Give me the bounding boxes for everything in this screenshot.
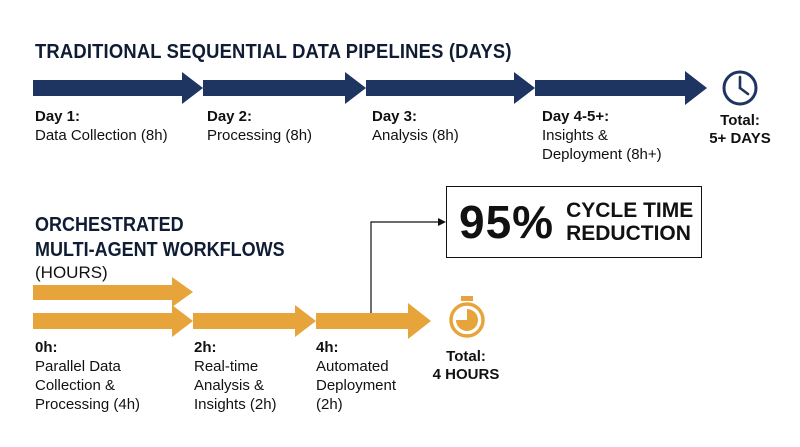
step-desc: Data Collection (8h) (35, 127, 168, 144)
orchestrated-heading-sub: (HOURS) (35, 263, 108, 282)
step-desc: (2h) (316, 396, 343, 413)
step-desc: Analysis (8h) (372, 127, 459, 144)
reduction-label-line2: REDUCTION (566, 222, 691, 245)
cycle-time-callout: 95% CYCLE TIME REDUCTION (446, 186, 702, 258)
orchestrated-heading-line1: ORCHESTRATED (35, 214, 184, 236)
traditional-step-2: Day 2: Processing (8h) (207, 108, 312, 145)
reduction-label: CYCLE TIME REDUCTION (554, 199, 693, 245)
orchestrated-total: Total: 4 HOURS (426, 348, 506, 384)
step-title: Day 3: (372, 108, 418, 125)
total-label: Total: (720, 112, 760, 129)
total-value: 5+ DAYS (709, 130, 771, 147)
traditional-step-1: Day 1: Data Collection (8h) (35, 108, 168, 145)
step-desc: Processing (4h) (35, 396, 141, 413)
gold-arrow-parallel-top (33, 277, 193, 307)
navy-arrow-4 (535, 71, 707, 105)
step-desc: Real-time (194, 358, 259, 375)
traditional-heading: TRADITIONAL SEQUENTIAL DATA PIPELINES (D… (35, 41, 512, 63)
step-title: Day 2: (207, 108, 253, 125)
step-title: Day 1: (35, 108, 81, 125)
navy-arrow-1 (33, 72, 203, 104)
navy-arrow-2 (203, 72, 366, 104)
orchestrated-step-1: 0h: Parallel Data Collection & Processin… (35, 339, 140, 414)
step-desc: Insights & (542, 127, 608, 144)
orchestrated-step-2: 2h: Real-time Analysis & Insights (2h) (194, 339, 277, 414)
navy-arrow-3 (366, 72, 535, 104)
step-desc: Insights (2h) (194, 396, 277, 413)
traditional-total: Total: 5+ DAYS (700, 112, 780, 148)
clock-icon (722, 70, 758, 106)
step-desc: Deployment (316, 377, 397, 394)
traditional-arrows (33, 71, 707, 105)
step-title: 2h: (194, 339, 217, 356)
orchestrated-heading: ORCHESTRATED MULTI-AGENT WORKFLOWS (HOUR… (35, 213, 312, 283)
gold-arrow-3 (316, 303, 431, 339)
reduction-percent: 95% (459, 196, 555, 248)
gold-arrow-2 (193, 305, 316, 337)
traditional-step-4: Day 4-5+: Insights & Deployment (8h+) (542, 108, 662, 164)
step-desc: Processing (8h) (207, 127, 313, 144)
step-title: 4h: (316, 339, 339, 356)
gold-arrow-1 (33, 305, 193, 337)
orchestrated-arrows (33, 277, 431, 339)
step-desc: Parallel Data (35, 358, 121, 375)
connector-arrowhead (438, 218, 446, 226)
reduction-label-line1: CYCLE TIME (566, 199, 694, 222)
total-value: 4 HOURS (432, 366, 500, 383)
orchestrated-heading-line2: MULTI-AGENT WORKFLOWS (35, 239, 285, 261)
stopwatch-icon (449, 296, 485, 338)
step-title: 0h: (35, 339, 58, 356)
step-desc: Analysis & (194, 377, 265, 394)
orchestrated-step-3: 4h: Automated Deployment (2h) (316, 339, 396, 414)
step-desc: Collection & (35, 377, 116, 394)
step-desc: Automated (316, 358, 389, 375)
traditional-step-3: Day 3: Analysis (8h) (372, 108, 459, 145)
step-desc: Deployment (8h+) (542, 146, 662, 163)
total-label: Total: (446, 348, 486, 365)
step-title: Day 4-5+: (542, 108, 610, 125)
callout-connector (370, 221, 440, 313)
